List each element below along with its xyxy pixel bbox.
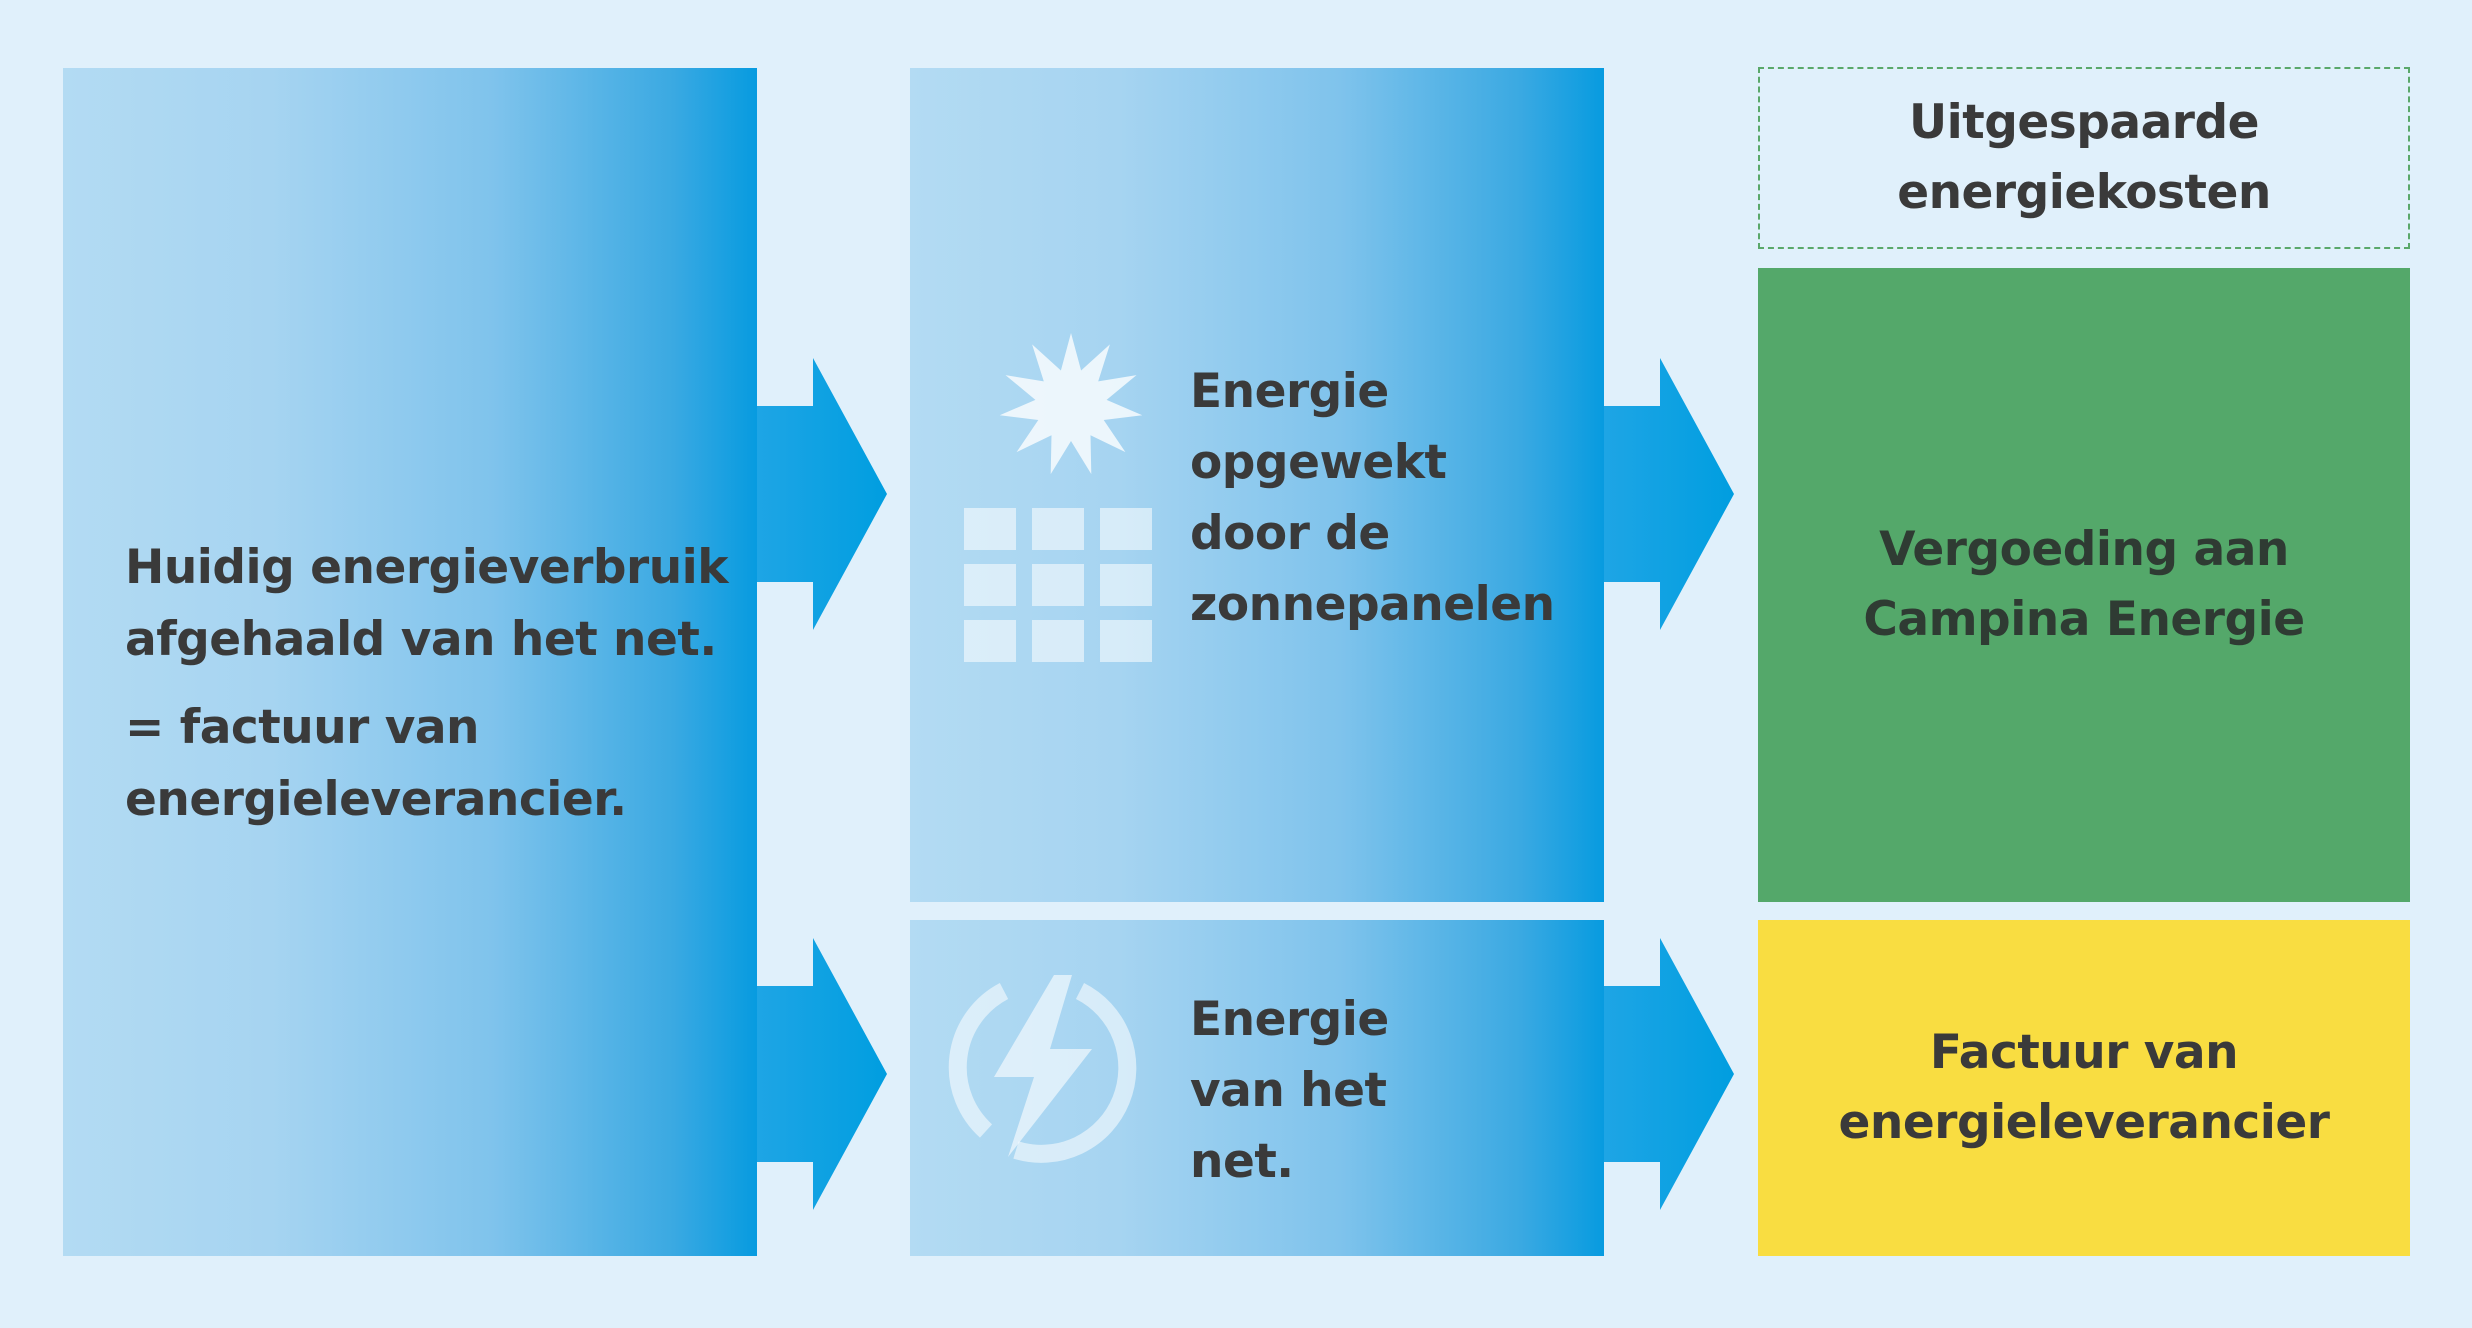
- consumption-line-4: energieleverancier.: [125, 772, 627, 827]
- current-consumption-text: Huidig energieverbruik afgehaald van het…: [125, 532, 729, 836]
- consumption-line-3: = factuur van: [125, 700, 480, 755]
- power-grid-icon: [948, 975, 1137, 1163]
- invoice-line-2: energieleverancier: [1838, 1095, 2330, 1150]
- current-consumption-block: [63, 68, 757, 1256]
- solar-panel-icon: [964, 508, 1152, 662]
- arrow-to-compensation: [1604, 358, 1734, 630]
- grid-energy-block: [910, 920, 1604, 1256]
- solar-energy-text: Energie opgewekt door de zonnepanelen: [1190, 356, 1555, 640]
- sun-icon: [999, 333, 1143, 475]
- arrow-to-solar: [757, 358, 887, 630]
- consumption-line-1: Huidig energieverbruik: [125, 540, 729, 595]
- grid-line-3: net.: [1190, 1134, 1294, 1189]
- saved-line-1: Uitgespaarde: [1908, 95, 2260, 150]
- compensation-box: Vergoeding aan Campina Energie: [1758, 268, 2410, 902]
- saved-line-2: energiekosten: [1897, 165, 2271, 220]
- arrow-to-grid: [757, 938, 887, 1210]
- invoice-line-1: Factuur van: [1929, 1025, 2239, 1080]
- grid-line-2: van het: [1190, 1063, 1387, 1118]
- consumption-line-2: afgehaald van het net.: [125, 612, 717, 667]
- saved-costs-box: Uitgespaarde energiekosten: [1758, 67, 2410, 249]
- compensation-line-1: Vergoeding aan: [1879, 522, 2289, 577]
- supplier-invoice-box: Factuur van energieleverancier: [1758, 920, 2410, 1256]
- solar-line-3: door de: [1190, 506, 1390, 561]
- solar-line-2: opgewekt: [1190, 435, 1447, 490]
- grid-energy-text: Energie van het net.: [1190, 984, 1389, 1197]
- solar-line-4: zonnepanelen: [1190, 577, 1555, 632]
- compensation-line-2: Campina Energie: [1863, 592, 2305, 647]
- grid-line-1: Energie: [1190, 992, 1389, 1047]
- solar-energy-block: [910, 68, 1604, 902]
- solar-line-1: Energie: [1190, 364, 1389, 419]
- arrow-to-invoice: [1604, 938, 1734, 1210]
